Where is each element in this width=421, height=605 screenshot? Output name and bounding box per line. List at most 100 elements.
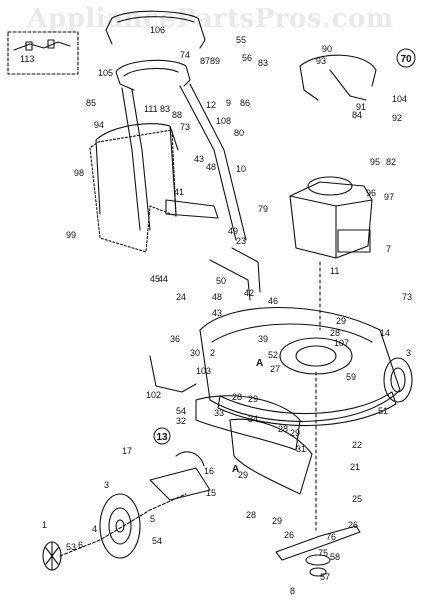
part-number-label: 103 xyxy=(196,366,211,376)
part-number-label: 5 xyxy=(150,514,155,524)
rear-axle-bracket xyxy=(149,355,197,393)
part-number-label: 45 xyxy=(150,274,160,284)
watermark: AppliancePartsPros.com xyxy=(27,4,394,34)
part-number-label: 41 xyxy=(174,187,184,197)
part-number-label: 31 xyxy=(296,444,306,454)
part-number-label: 107 xyxy=(334,338,349,348)
part-number-label: 11 xyxy=(330,266,339,276)
part-number-label: 29 xyxy=(238,470,248,480)
part-number-label: 28 xyxy=(232,392,242,402)
part-number-label: 90 xyxy=(322,44,332,54)
discharge-chute xyxy=(229,418,313,495)
part-number-label: 44 xyxy=(158,274,168,284)
part-number-label: 59 xyxy=(346,372,356,382)
part-number-label: 82 xyxy=(386,157,396,167)
part-number-label: 58 xyxy=(330,552,340,562)
part-number-label: 3 xyxy=(104,480,109,490)
part-number-label: 53 xyxy=(66,542,76,552)
part-number-label: 8 xyxy=(290,586,295,596)
front-axle xyxy=(59,493,187,557)
figure-code-70: 70 xyxy=(400,54,412,65)
part-number-label: 75 xyxy=(318,548,328,558)
part-number-label: 48 xyxy=(206,162,216,172)
handle-top-right xyxy=(299,54,377,101)
part-marker: A xyxy=(256,358,263,369)
part-number-label: 48 xyxy=(212,292,222,302)
part-number-label: 57 xyxy=(320,572,330,582)
inset-detail-box xyxy=(7,31,79,75)
part-number-label: 21 xyxy=(350,462,360,472)
part-number-label: 51 xyxy=(378,406,388,416)
part-number-label: 29 xyxy=(248,394,258,404)
deck-shroud xyxy=(195,395,301,451)
part-number-label: 79 xyxy=(258,204,268,214)
figure-code-70-circle xyxy=(396,48,416,68)
grass-bag xyxy=(89,129,177,253)
part-number-label: 102 xyxy=(146,390,161,400)
part-number-label: 6 xyxy=(78,540,83,550)
part-number-label: 88 xyxy=(172,110,182,120)
part-number-label: 52 xyxy=(268,350,278,360)
part-number-label: 56 xyxy=(242,53,252,63)
part-number-label: 97 xyxy=(384,192,394,202)
part-number-label: 22 xyxy=(352,440,362,450)
front-wheel xyxy=(99,493,141,559)
figure-code-13: 13 xyxy=(156,432,168,443)
mower-deck xyxy=(199,307,401,427)
height-adjuster xyxy=(149,451,211,501)
part-number-label: 93 xyxy=(316,56,326,66)
part-number-label: 1 xyxy=(42,520,47,530)
part-number-label: 28 xyxy=(246,510,256,520)
handle-loop xyxy=(115,59,191,91)
lower-handle-right xyxy=(179,83,247,241)
part-number-label: 80 xyxy=(234,128,244,138)
handle-bracket xyxy=(209,247,261,301)
part-number-label: 3 xyxy=(406,348,411,358)
part-number-label: 108 xyxy=(216,116,231,126)
part-number-label: 106 xyxy=(150,25,165,35)
part-number-label: 25 xyxy=(352,494,362,504)
part-number-label: 113 xyxy=(20,54,34,64)
part-number-label: 29 xyxy=(336,316,346,326)
part-number-label: 74 xyxy=(180,50,190,60)
part-number-label: 2 xyxy=(210,348,215,358)
part-number-label: 85 xyxy=(86,98,96,108)
part-number-label: 91 xyxy=(356,102,366,112)
part-number-label: 43 xyxy=(194,154,204,164)
part-number-label: 30 xyxy=(190,348,200,358)
part-marker: A xyxy=(232,464,239,475)
part-number-label: 10 xyxy=(236,164,246,174)
part-number-label: 92 xyxy=(392,113,402,123)
engine xyxy=(289,176,373,259)
part-number-label: 28 xyxy=(278,424,288,434)
part-number-label: 96 xyxy=(366,188,376,198)
part-number-label: 50 xyxy=(216,276,226,286)
part-number-label: 86 xyxy=(240,98,250,108)
part-number-label: 12 xyxy=(206,100,216,110)
part-number-label: 39 xyxy=(258,334,268,344)
part-number-label: 43 xyxy=(212,308,222,318)
part-number-label: 24 xyxy=(176,292,186,302)
part-number-label: 84 xyxy=(352,110,362,120)
part-number-label: 83 xyxy=(258,58,268,68)
part-number-label: 98 xyxy=(74,168,84,178)
part-number-label: 49 xyxy=(228,226,238,236)
part-number-label: 73 xyxy=(402,292,412,302)
part-number-label: 94 xyxy=(94,120,104,130)
part-number-label: 54 xyxy=(152,536,162,546)
part-number-label: 42 xyxy=(244,288,254,298)
part-number-label: 17 xyxy=(122,446,132,456)
figure-code-13-circle xyxy=(153,427,171,445)
part-number-label: 29 xyxy=(290,428,300,438)
blade xyxy=(275,525,361,561)
part-number-label: 23 xyxy=(236,236,246,246)
part-number-label: 95 xyxy=(370,157,380,167)
part-number-label: 26 xyxy=(284,530,294,540)
part-number-label: 104 xyxy=(392,94,407,104)
part-number-label: 16 xyxy=(204,466,214,476)
part-number-label: 36 xyxy=(170,334,180,344)
part-number-label: 105 xyxy=(98,68,113,78)
